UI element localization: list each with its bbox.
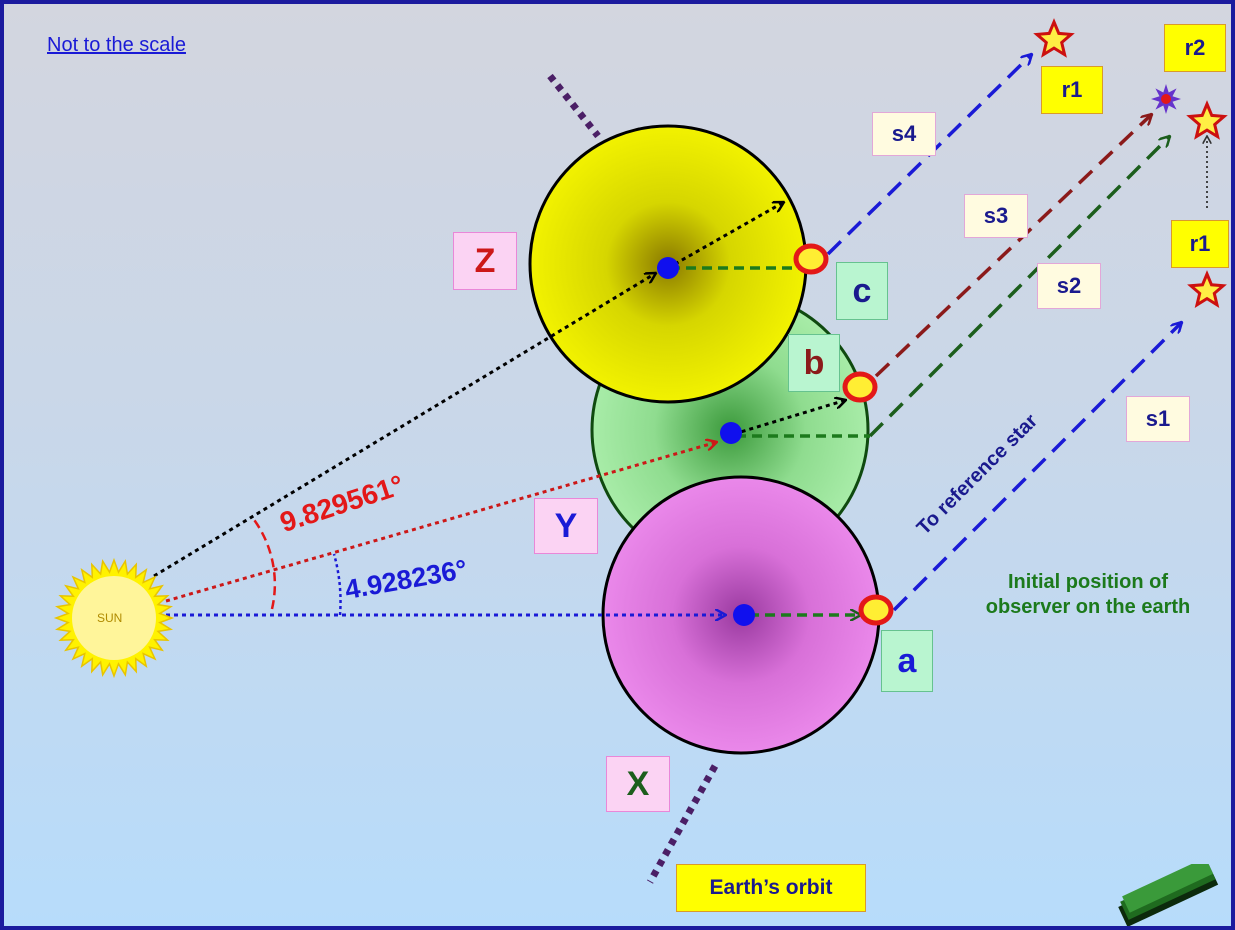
sightline-s1 (892, 322, 1182, 612)
star-label-r2: r2 (1164, 24, 1226, 72)
earth-center-z (657, 257, 679, 279)
initial-position-line-1: Initial position of (1008, 571, 1168, 593)
angle-arc-small (332, 553, 342, 616)
position-label-z: Z (453, 232, 517, 290)
earths-orbit-label: Earth’s orbit (676, 864, 866, 912)
observer-label-a: a (881, 630, 933, 692)
sightline-s2 (868, 136, 1170, 438)
star-r2-yellow-icon (1186, 100, 1228, 140)
observer-label-b: b (788, 334, 840, 392)
star-r1-right-icon (1187, 270, 1227, 308)
sightline-label-s3: s3 (964, 194, 1028, 238)
earth-orbit-upper (547, 73, 601, 139)
not-to-scale-note: Not to the scale (47, 34, 186, 56)
earth-orbit-lower (646, 764, 719, 884)
author-logo (1118, 864, 1219, 926)
observer-marker-b (842, 371, 878, 403)
observer-marker-c (793, 243, 829, 275)
sightline-label-s2: s2 (1037, 263, 1101, 309)
observer-marker-a (858, 594, 894, 626)
star-r2-apparent-core (1161, 94, 1171, 104)
sun-to-z-line (153, 273, 656, 578)
initial-position-line-2: observer on the earth (985, 596, 1191, 618)
sun-label: SUN (97, 611, 123, 625)
initial-position-label: Initial position of observer on the eart… (946, 570, 1230, 620)
star-r1-top-icon (1033, 18, 1075, 58)
earth-center-x (733, 604, 755, 626)
star-label-r1-right: r1 (1171, 220, 1229, 268)
observer-label-c: c (836, 262, 888, 320)
sightline-label-s4: s4 (872, 112, 936, 156)
sightline-s3 (874, 114, 1152, 378)
earth-center-y (720, 422, 742, 444)
star-label-r1-top: r1 (1041, 66, 1103, 114)
position-label-x: X (606, 756, 670, 812)
position-label-y: Y (534, 498, 598, 554)
angle-arc-large (251, 516, 277, 610)
sun-icon (53, 557, 175, 679)
y-rotation-arrow (733, 400, 846, 436)
sightline-label-s1: s1 (1126, 396, 1190, 442)
z-rotation-arrow (667, 200, 784, 270)
